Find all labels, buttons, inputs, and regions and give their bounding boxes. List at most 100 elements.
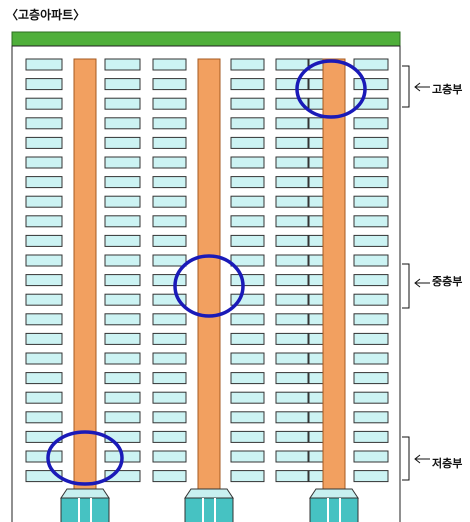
- window: [353, 470, 389, 483]
- window: [353, 430, 389, 443]
- window: [152, 274, 187, 287]
- window: [25, 176, 63, 189]
- window: [230, 332, 265, 345]
- window: [25, 156, 63, 169]
- window: [25, 117, 63, 130]
- window: [353, 274, 389, 287]
- window: [353, 332, 389, 345]
- window: [104, 136, 141, 149]
- window: [152, 234, 187, 247]
- window: [353, 97, 389, 110]
- window: [25, 97, 63, 110]
- window: [25, 313, 63, 326]
- window: [25, 450, 63, 463]
- window: [25, 78, 63, 91]
- window: [275, 156, 309, 169]
- window: [104, 274, 141, 287]
- window: [152, 58, 187, 71]
- window: [230, 117, 265, 130]
- window: [275, 352, 309, 365]
- window: [230, 293, 265, 306]
- roof: [11, 31, 401, 47]
- window: [152, 470, 187, 483]
- window: [353, 176, 389, 189]
- zone-arrowhead: [414, 82, 421, 92]
- window: [104, 391, 141, 404]
- zone-label-low: 저층부: [432, 457, 463, 470]
- window: [275, 332, 309, 345]
- window: [353, 136, 389, 149]
- window: [353, 293, 389, 306]
- window: [25, 274, 63, 287]
- window: [25, 332, 63, 345]
- window: [25, 411, 63, 424]
- window: [353, 215, 389, 228]
- window: [25, 372, 63, 385]
- window: [230, 215, 265, 228]
- window: [104, 313, 141, 326]
- window: [230, 352, 265, 365]
- window: [230, 274, 265, 287]
- zone-bracket: [402, 263, 410, 309]
- window: [230, 78, 265, 91]
- window: [25, 254, 63, 267]
- window: [353, 156, 389, 169]
- window: [25, 195, 63, 208]
- window: [275, 372, 309, 385]
- window: [275, 470, 309, 483]
- window: [104, 78, 141, 91]
- window: [152, 411, 187, 424]
- window: [152, 254, 187, 267]
- window: [275, 234, 309, 247]
- shaft-base: [60, 497, 110, 522]
- window: [230, 195, 265, 208]
- zone-label-high: 고층부: [432, 83, 463, 96]
- window: [230, 136, 265, 149]
- window: [104, 176, 141, 189]
- window: [275, 430, 309, 443]
- diagram-title: 〈고층아파트〉: [6, 8, 86, 22]
- window: [275, 313, 309, 326]
- window: [353, 195, 389, 208]
- window: [152, 156, 187, 169]
- window: [275, 136, 309, 149]
- window: [230, 176, 265, 189]
- window: [275, 195, 309, 208]
- window: [25, 293, 63, 306]
- window: [152, 293, 187, 306]
- window: [353, 372, 389, 385]
- window: [275, 117, 309, 130]
- zone-label-mid: 중층부: [432, 275, 463, 288]
- zone-arrowhead: [414, 454, 421, 464]
- window: [275, 411, 309, 424]
- window: [104, 293, 141, 306]
- window: [152, 215, 187, 228]
- window: [104, 234, 141, 247]
- window: [353, 234, 389, 247]
- shaft-base-cap: [60, 488, 110, 499]
- window: [230, 156, 265, 169]
- highlight-circle-high: [295, 59, 367, 119]
- window: [353, 411, 389, 424]
- window: [275, 176, 309, 189]
- window: [230, 450, 265, 463]
- window: [152, 332, 187, 345]
- window: [152, 117, 187, 130]
- zone-bracket: [402, 65, 410, 108]
- window: [152, 372, 187, 385]
- window: [152, 352, 187, 365]
- window: [25, 215, 63, 228]
- window: [104, 332, 141, 345]
- window: [104, 411, 141, 424]
- window: [275, 274, 309, 287]
- window: [25, 470, 63, 483]
- window: [353, 117, 389, 130]
- window: [104, 156, 141, 169]
- window: [275, 293, 309, 306]
- window: [275, 391, 309, 404]
- window: [230, 254, 265, 267]
- window: [353, 391, 389, 404]
- window: [230, 313, 265, 326]
- zone-bracket: [402, 436, 410, 481]
